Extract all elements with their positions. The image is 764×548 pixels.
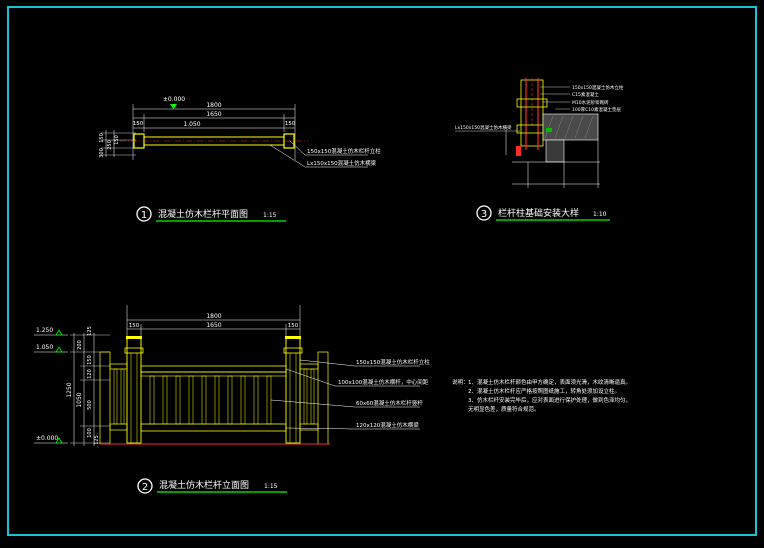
plan-dim-post-right: 150 <box>285 121 296 127</box>
elev-dim-upper: 1050 <box>76 392 83 407</box>
elev-bottom-rail <box>140 423 287 432</box>
plan-title-circle <box>136 206 152 222</box>
elev-dim-seg-e: 500 <box>87 400 93 410</box>
plan-level-text: ±0.000 <box>163 96 185 103</box>
notes-block: 说明： 1、混凝土仿木栏杆颜色由甲方确定，表面须光滑，木纹清晰逼真。 2、混凝土… <box>452 378 631 413</box>
plan-callout-1: 150x150混凝土仿木栏杆立柱 <box>307 147 381 155</box>
plan-side-dim-d: 150 <box>114 135 120 145</box>
plan-dim-post-left: 150 <box>133 121 144 127</box>
elev-level-1: 1.250 <box>36 327 53 334</box>
elev-dim-seg-d: 120 <box>87 369 93 379</box>
elev-level-2: 1.050 <box>36 344 53 351</box>
plan-side-dim-c: 300 <box>99 148 105 158</box>
elev-title-num: 2 <box>142 482 148 493</box>
elev-dim-post-right: 150 <box>288 323 299 329</box>
elev-post-left <box>124 336 144 444</box>
elev-dim-seg-f: 100 <box>87 428 93 438</box>
elev-title-scale: 1:15 <box>264 483 278 490</box>
elev-dim-seg-c: 150 <box>87 355 93 365</box>
plan-level-marker <box>170 104 177 109</box>
detail-title-circle <box>476 205 492 221</box>
notes-item-4: 无明显色差，质量符合规范。 <box>468 405 540 413</box>
plan-side-dim-a: 150 <box>99 133 105 143</box>
notes-item-2: 2、混凝土仿木栏杆应严格按照图纸施工，转角处须加设立柱。 <box>468 387 620 395</box>
elev-dim-overall: 1250 <box>66 382 73 397</box>
elev-callout-4: 120x120混凝土仿木横梁 <box>356 421 419 429</box>
elev-dim-post-left: 150 <box>129 323 140 329</box>
detail-callout-5: Lx150x150混凝土仿木横梁 <box>455 124 512 131</box>
plan-title-scale: 1:15 <box>263 212 277 219</box>
elev-dim-inner: 1650 <box>206 322 221 329</box>
notes-heading: 说明： <box>452 378 469 386</box>
elev-callout-3: 60x60混凝土仿木栏杆竖杆 <box>356 399 423 407</box>
elev-dim-seg-a: 125 <box>87 326 93 336</box>
detail-callout-4: 100厚C10素混凝土垫层 <box>572 106 621 113</box>
drawing-frame <box>7 6 757 536</box>
plan-view: ±0.000 1800 1650 1.050 150 150 150 250 3… <box>99 96 381 222</box>
plan-title-text: 混凝土仿木栏杆平面图 <box>158 208 248 220</box>
detail-view: 150x150混凝土仿木立柱 C15素混凝土 M10水泥砂浆砌砖 100厚C10… <box>455 78 624 221</box>
elev-callout-1: 150x150混凝土仿木栏杆立柱 <box>356 358 430 366</box>
detail-callout-2: C15素混凝土 <box>572 91 599 98</box>
plan-dim-total: 1800 <box>206 102 221 109</box>
elev-balusters <box>113 368 315 425</box>
detail-title-scale: 1:10 <box>593 211 607 218</box>
elev-callout-2: 100x100混凝土仿木横杆，中心间距 <box>338 378 429 386</box>
detail-title-text: 栏杆柱基础安装大样 <box>498 207 579 219</box>
detail-title-num: 3 <box>481 209 487 220</box>
elev-title-text: 混凝土仿木栏杆立面图 <box>159 479 249 491</box>
elevation-view: 1.250 1.050 ±0.000 1250 1050 125 200 150… <box>34 305 430 494</box>
notes-item-1: 1、混凝土仿木栏杆颜色由甲方确定，表面须光滑，木纹清晰逼真。 <box>468 378 631 386</box>
plan-side-dim-b: 250 <box>107 140 113 150</box>
plan-dim-span: 1.050 <box>183 121 200 128</box>
elev-title-circle <box>137 478 153 494</box>
plan-title-num: 1 <box>141 210 147 221</box>
detail-callout-3: M10水泥砂浆砌砖 <box>572 99 609 106</box>
plan-dim-inner: 1650 <box>206 111 221 118</box>
plan-callout-2: Lx150x150混凝土仿木横梁 <box>307 159 377 167</box>
elev-level-3: ±0.000 <box>36 435 58 442</box>
elev-dim-total: 1800 <box>206 313 221 320</box>
notes-item-3: 3、仿木栏杆安装完毕后，应对表面进行保护处理，做到色泽均匀， <box>468 396 631 404</box>
elev-dim-seg-g: 125 <box>94 435 100 445</box>
elev-dim-seg-b: 200 <box>77 340 83 350</box>
detail-callout-1: 150x150混凝土仿木立柱 <box>572 84 624 91</box>
